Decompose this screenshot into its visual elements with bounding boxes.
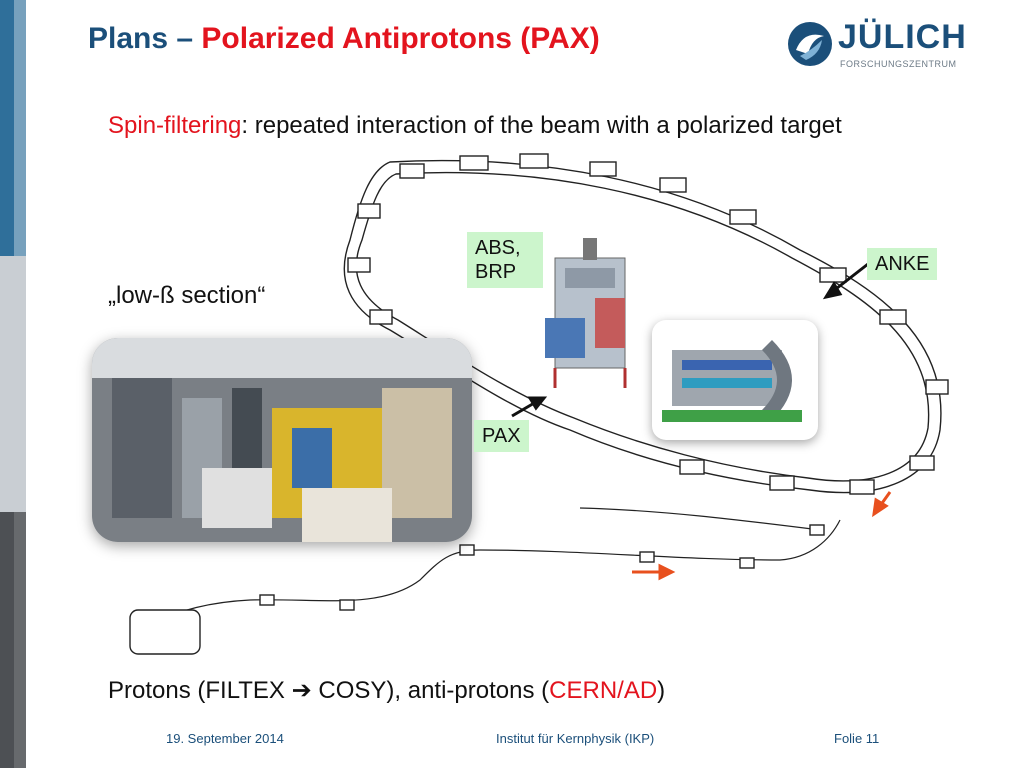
spin-filtering-term: Spin-filtering — [108, 112, 242, 139]
anke-detector-card — [652, 320, 818, 440]
julich-logo-icon — [788, 22, 832, 66]
logo-subtitle: FORSCHUNGSZENTRUM — [840, 59, 957, 69]
abs-brp-label: ABS, BRP — [467, 232, 543, 288]
footer-date: 19. September 2014 — [166, 731, 284, 746]
cosy-ring-diagram — [129, 153, 949, 655]
arrow-right-icon: ➔ — [291, 677, 312, 704]
abs-brp-apparatus-image — [545, 238, 627, 388]
footer-institute: Institut für Kernphysik (IKP) — [496, 731, 655, 746]
title-accent: Polarized Antiprotons (PAX) — [201, 22, 600, 55]
side-stripe-accent — [14, 0, 26, 768]
anke-detector-image — [662, 340, 802, 422]
footer-slide-number: Folie 11 — [834, 731, 880, 746]
beam-sources-statement: Protons (FILTEX ➔ COSY), anti-protons (C… — [108, 677, 666, 704]
side-stripe-grey — [0, 256, 26, 512]
anke-label: ANKE — [867, 248, 938, 280]
julich-logo: JÜLICH FORSCHUNGSZENTRUM — [786, 16, 966, 72]
slide-title: Plans – Polarized Antiprotons (PAX) — [88, 22, 600, 55]
logo-wordmark: JÜLICH — [838, 18, 967, 56]
side-stripe-blue — [0, 0, 26, 256]
low-beta-section-photo — [92, 338, 472, 542]
pax-label: PAX — [474, 420, 529, 452]
low-beta-section-label: „low-ß section“ — [108, 282, 266, 309]
spin-filtering-statement: Spin-filtering: repeated interaction of … — [108, 112, 842, 139]
cern-ad-term: CERN/AD — [549, 677, 658, 704]
side-stripe-dark — [0, 512, 26, 768]
